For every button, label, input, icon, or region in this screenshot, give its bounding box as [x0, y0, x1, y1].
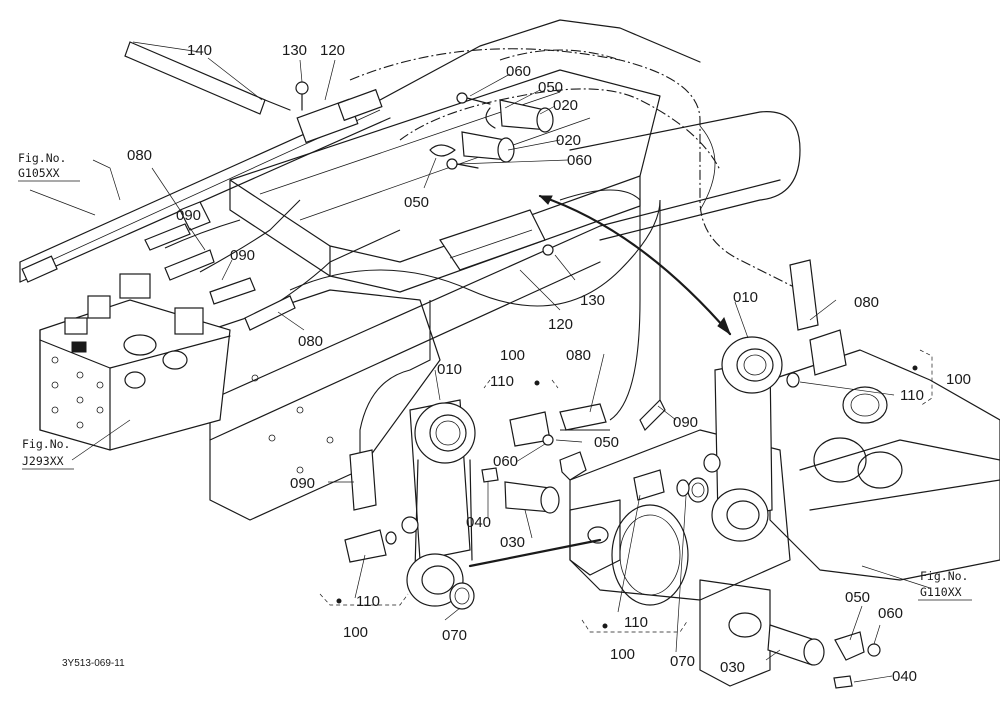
figure-references: Fig.No. G105XX Fig.No. J293XX Fig.No. G1… — [18, 151, 972, 601]
group-brackets — [319, 349, 933, 633]
part-label-010: 010 — [733, 289, 758, 306]
part-label-100: 100 — [500, 347, 525, 364]
leader-lines — [29, 41, 931, 683]
part-label-080: 080 — [854, 294, 879, 311]
part-label-010: 010 — [437, 361, 462, 378]
part-label-140: 140 — [187, 42, 212, 59]
part-number-labels: 140 130 120 060 050 020 020 060 080 090 … — [127, 42, 971, 685]
part-label-020: 020 — [553, 97, 578, 114]
part-label-090: 090 — [230, 247, 255, 264]
fig-ref-g110-label: Fig.No. — [920, 569, 968, 583]
part-label-060: 060 — [567, 152, 592, 169]
part-label-050: 050 — [845, 589, 870, 606]
part-label-110: 110 — [624, 614, 648, 631]
part-label-080: 080 — [566, 347, 591, 364]
drawing-code: 3Y513-069-11 — [62, 658, 125, 669]
fig-ref-g105-label: Fig.No. — [18, 151, 66, 165]
part-label-070: 070 — [442, 627, 467, 644]
part-label-130: 130 — [282, 42, 307, 59]
part-label-100: 100 — [946, 371, 971, 388]
part-label-030: 030 — [500, 534, 525, 551]
part-label-060: 060 — [878, 605, 903, 622]
part-label-090: 090 — [673, 414, 698, 431]
part-label-040: 040 — [892, 668, 917, 685]
part-label-100: 100 — [610, 646, 635, 663]
left-lift-cylinder — [401, 399, 476, 610]
part-label-030: 030 — [720, 659, 745, 676]
part-label-120: 120 — [320, 42, 345, 59]
part-label-110: 110 — [490, 373, 514, 390]
part-label-040: 040 — [466, 514, 491, 531]
hydraulic-lines — [164, 48, 801, 568]
part-label-110: 110 — [900, 387, 924, 404]
small-parts — [124, 41, 881, 689]
part-label-080: 080 — [127, 147, 152, 164]
part-label-070: 070 — [670, 653, 695, 670]
part-label-090: 090 — [176, 207, 201, 224]
part-label-090: 090 — [290, 475, 315, 492]
fig-ref-g110-code: G110XX — [920, 585, 962, 599]
part-label-050: 050 — [594, 434, 619, 451]
part-label-050: 050 — [404, 194, 429, 211]
part-label-060: 060 — [506, 63, 531, 80]
part-label-060: 060 — [493, 453, 518, 470]
control-valve-block — [39, 273, 231, 451]
fig-ref-g105-code: G105XX — [18, 166, 60, 180]
right-lift-cylinder — [687, 336, 783, 542]
part-label-020: 020 — [556, 132, 581, 149]
part-label-110: 110 — [356, 593, 380, 610]
part-label-080: 080 — [298, 333, 323, 350]
fig-ref-j293-label: Fig.No. — [22, 437, 70, 451]
part-label-130: 130 — [580, 292, 605, 309]
part-label-100: 100 — [343, 624, 368, 641]
part-label-120: 120 — [548, 316, 573, 333]
part-label-050: 050 — [538, 79, 563, 96]
fig-ref-j293-code: J293XX — [22, 454, 64, 468]
